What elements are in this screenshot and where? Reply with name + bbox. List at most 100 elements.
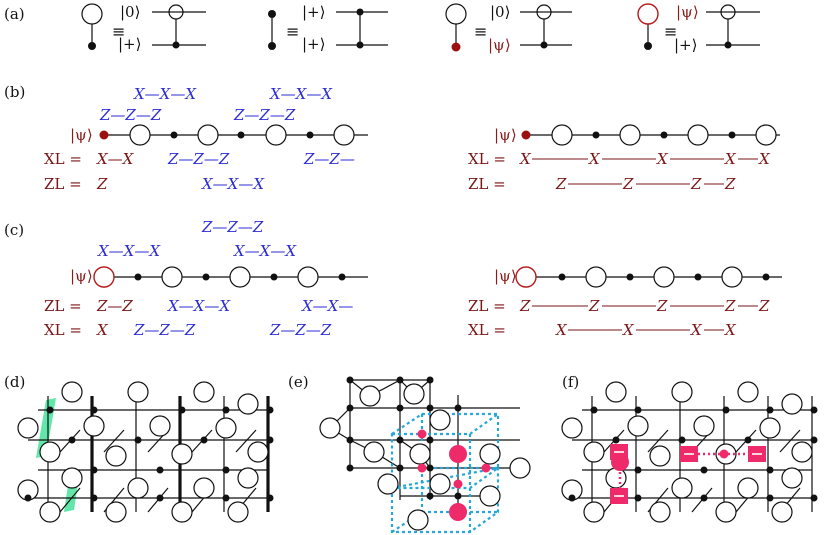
minus-box-icon [610, 444, 628, 460]
ancilla-dot [700, 494, 708, 502]
ancilla-dot [426, 376, 434, 384]
control-dot [540, 41, 548, 49]
logical-x: X [555, 321, 568, 339]
logical-z: Z [519, 297, 531, 315]
stabilizer-x: X—X—X [133, 85, 197, 103]
logical-z: Z [588, 297, 600, 315]
xl-label: XL = [44, 150, 82, 168]
chain-right [521, 124, 780, 146]
stabilizer-x: X—X—X [269, 85, 333, 103]
ancilla-dot [644, 42, 652, 50]
cluster-lattice-d [17, 381, 274, 523]
lattice-edge [779, 429, 801, 453]
ancilla-dot [612, 436, 620, 444]
equivalence-1: ≡ |0⟩ |+⟩ [81, 3, 206, 53]
qubit-node [671, 381, 693, 403]
ancilla-dot [266, 436, 274, 444]
ancilla-dot [346, 436, 354, 444]
ancilla-dot [634, 466, 642, 474]
equiv-symbol: ≡ [112, 22, 125, 41]
qubit-node [297, 266, 319, 288]
cz-dot-bottom [268, 42, 276, 50]
ancilla-dot [810, 494, 818, 502]
ket-psi: |ψ⟩ [676, 3, 699, 21]
ancilla-dot [156, 494, 164, 502]
qubit-node [479, 443, 501, 465]
ancilla-dot [568, 494, 576, 502]
ket-psi: |ψ⟩ [70, 126, 93, 144]
ancilla-dot [426, 404, 434, 412]
qubit-node [227, 501, 249, 523]
qubit-node [171, 501, 193, 523]
qubit-node [129, 124, 151, 146]
ancilla-dot [766, 466, 774, 474]
logical-z: Z [622, 175, 634, 193]
qubit-node [105, 445, 127, 467]
ket-psi: |ψ⟩ [494, 126, 517, 144]
logical-x-string: X X X X X [519, 150, 771, 168]
stabilizer-z: Z—Z—Z [201, 218, 264, 236]
syndrome-small [417, 429, 427, 439]
minus-box-icon [610, 488, 628, 504]
ancilla-dot [346, 464, 354, 472]
ancilla-dot [222, 494, 230, 502]
logical-x-string: X X X X [555, 321, 737, 339]
ancilla-dot [700, 466, 708, 474]
ancilla-dot [396, 436, 404, 444]
ancilla-dot [558, 273, 566, 281]
ancilla-dot [766, 406, 774, 414]
ancilla-dot [660, 131, 668, 139]
control-dot [356, 41, 364, 49]
syndrome-small [453, 479, 463, 489]
qubit-node [737, 381, 759, 403]
ancilla-dot [426, 492, 434, 500]
ancilla-dot [338, 273, 346, 281]
qubit-node [193, 381, 215, 403]
ancilla-dot [744, 436, 752, 444]
logical-x: X—X [96, 150, 135, 168]
ancilla-dot [634, 406, 642, 414]
input-dot-red [99, 130, 109, 140]
qubit-node [551, 124, 573, 146]
lattice-edge [103, 429, 125, 453]
ancilla-dot [694, 273, 702, 281]
logical-x: X [519, 150, 532, 168]
logical-x: X [96, 321, 109, 339]
panel-b: (b) X—X—X X—X—X Z—Z—Z Z—Z—Z |ψ⟩ XL = X—X… [4, 83, 780, 193]
stabilizer-z: Z—Z— [303, 150, 355, 168]
ancilla-dot [396, 404, 404, 412]
logical-z: Z [724, 175, 736, 193]
qubit-node [39, 501, 61, 523]
qubit-node [649, 501, 671, 523]
minus-box-icon [748, 446, 766, 462]
qubit-node [197, 124, 219, 146]
qubit-node [693, 415, 715, 437]
syndrome-large [449, 445, 467, 463]
logical-x: X [724, 150, 737, 168]
ancilla-dot [426, 464, 434, 472]
ancilla-dot [634, 494, 642, 502]
zl-label: ZL = [44, 175, 82, 193]
qubit-node [247, 441, 269, 463]
qubit-node [127, 477, 149, 499]
ancilla-dot [810, 436, 818, 444]
qubit-node [17, 417, 39, 439]
ancilla-dot [396, 464, 404, 472]
ancilla-dot [810, 406, 818, 414]
equiv-symbol: ≡ [664, 22, 677, 41]
chain-right [515, 266, 782, 288]
qubit-node [771, 501, 793, 523]
ancilla-dot [396, 376, 404, 384]
qubit-node [407, 509, 429, 531]
qubit-node [409, 443, 431, 465]
cluster-lattice-e [319, 376, 531, 534]
ancilla-dot [426, 436, 434, 444]
qubit-node [377, 473, 399, 495]
ancilla-dot [766, 494, 774, 502]
logical-z: Z—Z [96, 297, 133, 315]
qubit-node [759, 417, 781, 439]
ancilla-dot [346, 404, 354, 412]
logical-z: Z [555, 175, 567, 193]
qubit-node [403, 383, 425, 405]
